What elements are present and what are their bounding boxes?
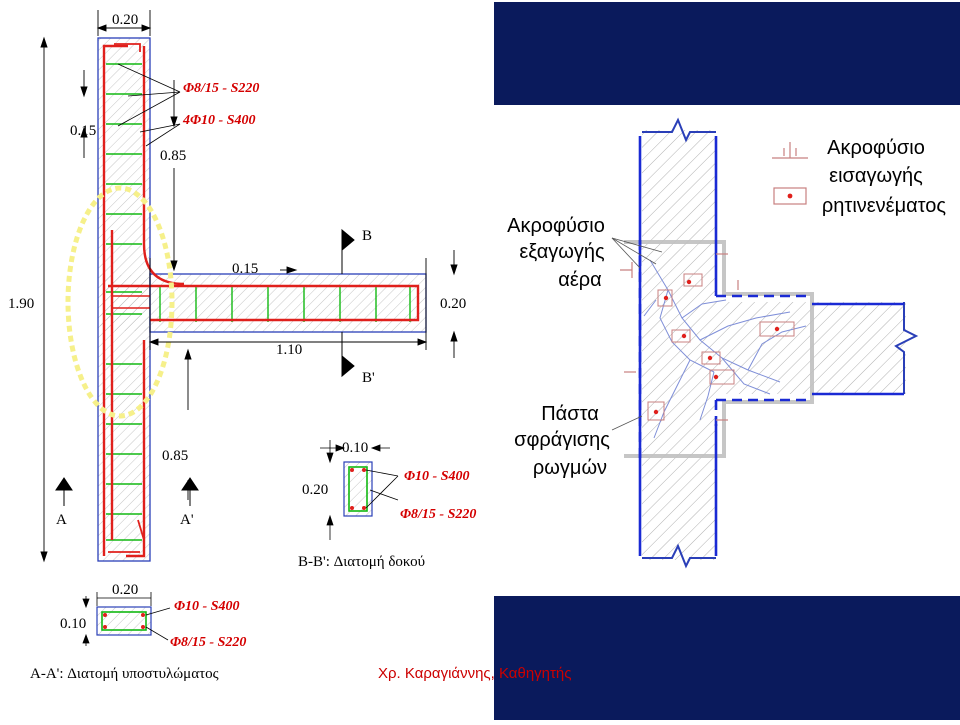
dim-upper-height: 0.85: [160, 148, 186, 164]
air-outlet-line1: Ακροφύσιο: [507, 215, 605, 237]
section-mark-a-prime: A': [180, 512, 194, 528]
air-outlet-line3: αέρα: [558, 269, 601, 291]
aa-caption: A-A': Διατομή υποστυλώματος: [30, 666, 219, 682]
label-air-outlet: Ακροφύσιο εξαγωγής αέρα: [507, 215, 605, 291]
bb-stirrup-label: Φ8/15 - S220: [400, 507, 476, 522]
dimension-lines: [40, 10, 458, 563]
label-col-stirrups: Φ8/15 - S220: [183, 81, 259, 96]
dim-beam-depth: 0.20: [440, 296, 466, 312]
rebar-leaders: [117, 63, 181, 147]
bb-height: 0.20: [302, 482, 328, 498]
aa-width: 0.20: [112, 582, 138, 598]
section-mark-a: A: [56, 512, 67, 528]
resin-inlet-line1: Ακροφύσιο: [827, 137, 925, 159]
bb-width: 0.10: [342, 440, 368, 456]
aa-long-label: Φ10 - S400: [174, 599, 240, 614]
legend-symbols: [772, 142, 808, 205]
resin-inlet-line2: εισαγωγής: [829, 165, 923, 187]
paste-line2: σφράγισης: [514, 429, 610, 451]
air-outlet-line2: εξαγωγής: [519, 241, 605, 263]
joint-elevation: [65, 37, 427, 562]
section-aa: 0.20 0.10 Φ10 - S400 Φ8/15 - S220 A-A': …: [30, 582, 246, 682]
dim-beam-length: 1.10: [276, 342, 302, 358]
joint-highlight: [65, 185, 175, 419]
header-band: [494, 2, 960, 105]
dim-lower-height: 0.85: [162, 448, 188, 464]
dim-beam-offset: 0.15: [232, 261, 258, 277]
resin-inlet-line3: ρητινενέματος: [822, 195, 947, 217]
section-markers: [55, 228, 355, 506]
dim-total-height: 1.90: [8, 296, 34, 312]
dim-top-offset: 0.15: [70, 123, 96, 139]
section-bb: 0.10 0.20 Φ10 - S400 Φ8/15 - S220 B-B': …: [298, 440, 476, 570]
aa-stirrup-label: Φ8/15 - S220: [170, 635, 246, 650]
bb-caption: B-B': Διατομή δοκού: [298, 554, 425, 570]
paste-line1: Πάστα: [541, 403, 599, 425]
label-paste: Πάστα σφράγισης ρωγμών: [514, 403, 610, 479]
dim-top-width: 0.20: [112, 12, 138, 28]
aa-height: 0.10: [60, 616, 86, 632]
section-mark-b: B: [362, 228, 372, 244]
bb-long-label: Φ10 - S400: [404, 469, 470, 484]
label-col-longitudinal: 4Φ10 - S400: [182, 113, 256, 128]
label-resin-inlet: Ακροφύσιο εισαγωγής ρητινενέματος: [822, 137, 947, 217]
paste-line3: ρωγμών: [533, 457, 607, 479]
footer-author: Χρ. Καραγιάννης, Καθηγητής: [378, 665, 572, 682]
footer-band: [494, 596, 960, 720]
section-mark-b-prime: B': [362, 370, 375, 386]
repair-sketch: [611, 117, 919, 569]
